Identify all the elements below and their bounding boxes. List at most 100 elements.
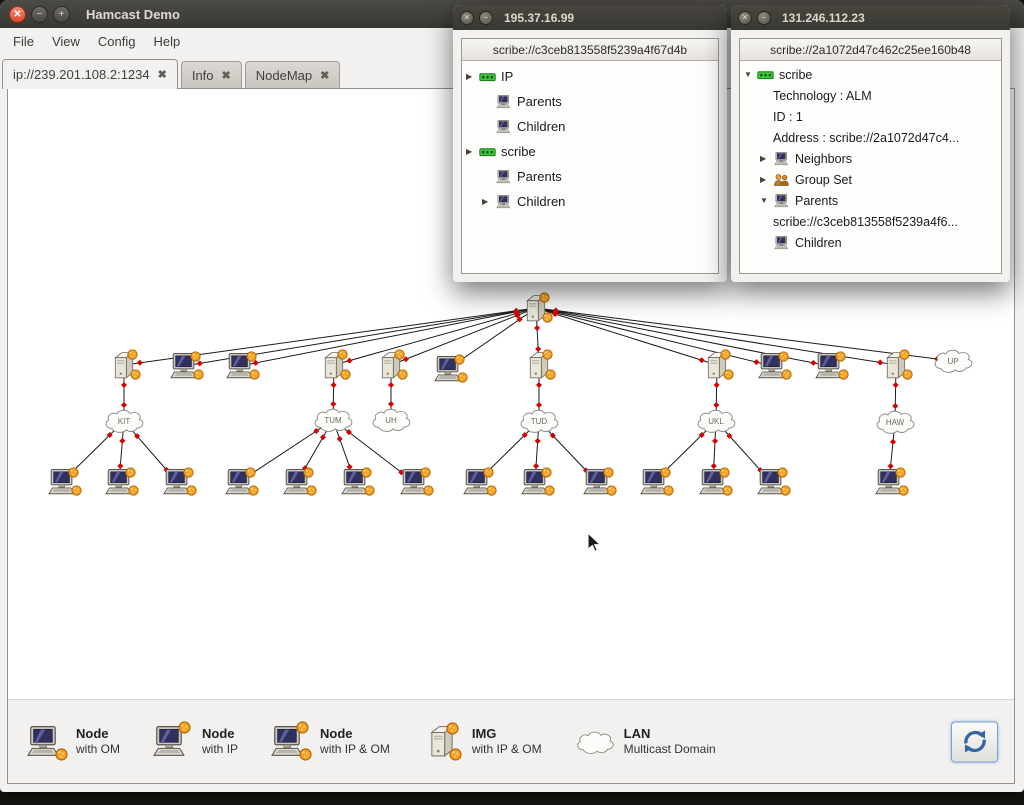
tree-item-id-1[interactable]: ID : 1 [740,106,1001,127]
map-cloud-up[interactable]: UP [934,349,973,373]
nodemap-svg: UP KIT TUM UH TUD UKL HAW [48,292,973,552]
tree-item-children[interactable]: Children [462,114,718,139]
tree-item-ip[interactable]: ▶IP [462,64,718,89]
dialog-titlebar[interactable]: ✕− 131.246.112.23 [731,5,1010,30]
dialog-195-37-16-99: ✕− 195.37.16.99 scribe://c3ceb813558f523… [453,5,727,282]
interface-icon [479,72,496,81]
tab-close-icon[interactable]: ✖ [320,69,330,82]
legend-subtitle: with IP & OM [320,741,390,756]
map-img-a5[interactable] [381,349,408,380]
node-ip-om-icon [271,720,312,761]
dialog-titlebar[interactable]: ✕− 195.37.16.99 [453,5,727,30]
dialog-minimize-button[interactable]: − [757,10,771,25]
expander-expanded-icon[interactable]: ▼ [744,70,752,79]
map-node-d2[interactable] [521,467,555,496]
maximize-button[interactable]: + [53,5,70,23]
tab-info[interactable]: Info✖ [180,61,242,88]
menu-help[interactable]: Help [153,34,181,49]
map-node-a6[interactable] [434,354,468,383]
tree-panel: scribe://c3ceb813558f5239a4f67d4b ▶IP Par… [461,38,719,274]
menu-file[interactable]: File [13,34,34,49]
map-node-u3[interactable] [757,467,791,496]
tree-label: Children [517,119,566,134]
expander-collapsed-icon[interactable]: ▶ [760,154,767,163]
map-node-t3[interactable] [341,467,375,496]
map-img-root[interactable] [526,292,553,323]
map-node-t1[interactable] [225,467,259,496]
tree-item-scribe[interactable]: ▼ scribe [740,64,1001,85]
dialog-window-controls: ✕− [460,10,493,25]
menu-config[interactable]: Config [97,34,136,49]
map-node-u2[interactable] [699,467,733,496]
map-img-a1[interactable] [114,349,141,380]
expander-collapsed-icon[interactable]: ▶ [760,175,767,184]
tree-item-neighbors[interactable]: ▶Neighbors [740,148,1001,169]
map-img-a8[interactable] [707,349,734,380]
dialog-close-button[interactable]: ✕ [738,10,752,25]
map-node-k2[interactable] [105,467,139,496]
minimize-button[interactable]: − [31,5,48,23]
tree-item-children[interactable]: ▶ Children [462,189,718,214]
tab-ip-239-201-108-2-1234[interactable]: ip://239.201.108.2:1234✖ [2,59,178,89]
edge-arrows [70,307,941,477]
tree-column-header[interactable]: scribe://c3ceb813558f5239a4f67d4b [462,39,718,61]
map-node-a2[interactable] [170,351,204,380]
tab-close-icon[interactable]: ✖ [157,69,167,81]
map-cloud-haw[interactable]: HAW [876,410,915,434]
interface-icon [757,70,774,79]
map-img-a4[interactable] [324,349,351,380]
map-node-k3[interactable] [163,467,197,496]
tree-item-parents[interactable]: Parents [462,164,718,189]
map-node-t4[interactable] [400,467,434,496]
interface-icon [479,147,496,156]
map-node-a3[interactable] [226,351,260,380]
node-icon [774,235,789,249]
tree-item-address-scribe-2a1072d47c4[interactable]: Address : scribe://2a1072d47c4... [740,127,1001,148]
tree-label: Parents [517,94,562,109]
tree-label: scribe [779,67,813,82]
tree-item-scribe[interactable]: ▶scribe [462,139,718,164]
map-node-h1[interactable] [875,467,909,496]
dialog-close-button[interactable]: ✕ [460,10,474,25]
legend-title: IMG [471,725,497,741]
map-node-t2[interactable] [283,467,317,496]
expander-collapsed-icon[interactable]: ▶ [466,72,473,81]
refresh-button[interactable] [951,721,998,762]
dialog-minimize-button[interactable]: − [479,10,493,25]
cloud-label: UP [947,357,958,366]
map-cloud-tud[interactable]: TUD [520,409,559,433]
tab-nodemap[interactable]: NodeMap✖ [244,61,341,88]
tree-column-header[interactable]: scribe://2a1072d47c462c25ee160b48 [740,39,1001,61]
map-cloud-kit[interactable]: KIT [105,409,144,433]
map-cloud-tum[interactable]: TUM [314,408,353,432]
close-button[interactable]: ✕ [9,5,26,23]
map-img-a7[interactable] [529,349,556,380]
map-node-d1[interactable] [463,467,497,496]
map-node-a9[interactable] [758,351,792,380]
map-node-k1[interactable] [48,467,82,496]
tree-item-parents[interactable]: ▼Parents [740,190,1001,211]
expander-collapsed-icon[interactable]: ▶ [466,147,473,156]
expander-collapsed-icon[interactable]: ▶ [482,197,489,206]
node-om-icon [27,725,68,761]
map-node-d3[interactable] [583,467,617,496]
map-cloud-ukl[interactable]: UKL [697,409,736,433]
tree-label: Children [517,194,566,209]
map-img-a11[interactable] [886,349,913,380]
menu-view[interactable]: View [51,34,80,49]
cloud-label: KIT [118,417,131,426]
tab-close-icon[interactable]: ✖ [221,69,231,82]
tree-item-children[interactable]: Children [740,232,1001,253]
group-icon [774,173,789,186]
tree-item-parents[interactable]: Parents [462,89,718,114]
expander-expanded-icon[interactable]: ▼ [760,196,768,205]
tree-item-group-set[interactable]: ▶Group Set [740,169,1001,190]
map-node-u1[interactable] [640,467,674,496]
map-cloud-uh[interactable]: UH [372,408,411,432]
tree-item-scribe-c3ceb813558f5239a4f6[interactable]: scribe://c3ceb813558f5239a4f6... [740,211,1001,232]
tree-item-technology-alm[interactable]: Technology : ALM [740,85,1001,106]
map-node-a10[interactable] [815,351,849,380]
